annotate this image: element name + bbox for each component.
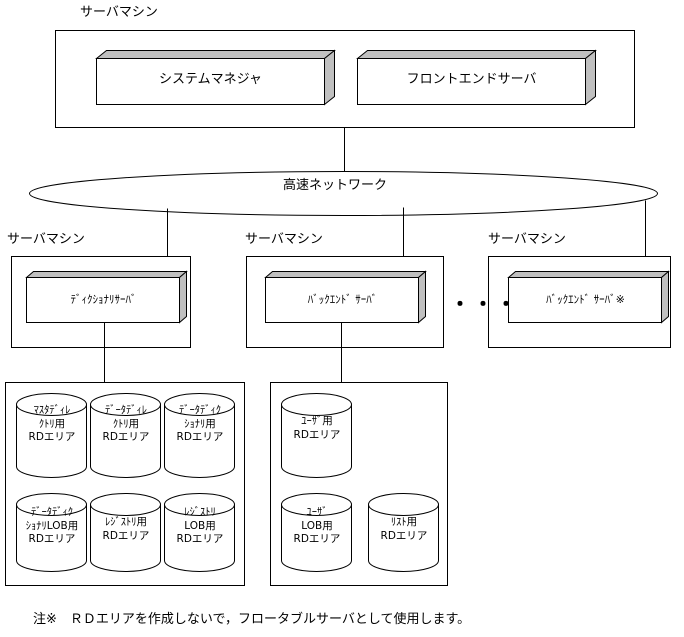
label-back-end-server: ﾊﾞｯｸｴﾝﾄﾞ ｻｰﾊﾞ (307, 293, 378, 306)
caption-server-machine-3: サーバマシン (488, 232, 566, 247)
caption-server-machine-2: サーバマシン (245, 232, 323, 247)
label-high-speed-network: 高速ネットワーク (283, 178, 388, 193)
label-rdarea-list: ﾘｽﾄ用 RDエリア (380, 516, 428, 542)
label-rdarea-master-directory: ﾏｽﾀﾃﾞｨﾚ ｸﾄﾘ用 RDエリア (28, 404, 76, 444)
caption-server-machine-1: サーバマシン (7, 232, 85, 247)
label-system-manager: システムマネジャ (159, 72, 262, 87)
label-rdarea-data-dictionary: ﾃﾞｰﾀﾃﾞｨｸ ｼｮﾅﾘ用 RDエリア (176, 404, 224, 444)
label-rdarea-user-lob: ﾕｰｻﾞ LOB用 RDエリア (293, 506, 341, 546)
ellipsis-more-servers: ・・・ (450, 292, 519, 316)
label-dictionary-server: ﾃﾞｨｸｼｮﾅﾘｻｰﾊﾞ (70, 293, 137, 306)
label-front-end-server: フロントエンドサーバ (406, 72, 537, 87)
label-rdarea-data-directory: ﾃﾞｰﾀﾃﾞｨﾚ ｸﾄﾘ用 RDエリア (102, 404, 150, 444)
label-rdarea-user: ﾕｰｻﾞ用 RDエリア (293, 415, 341, 441)
footnote-floatable-server: 注※ ＲＤエリアを作成しないで，フロータブルサーバとして使用します。 (33, 612, 471, 627)
label-rdarea-data-dictionary-lob: ﾃﾞｰﾀﾃﾞｨｸ ｼｮﾅﾘLOB用 RDエリア (25, 506, 79, 546)
label-rdarea-registry: ﾚｼﾞｽﾄﾘ用 RDエリア (102, 516, 150, 542)
caption-top-server-machine: サーバマシン (80, 5, 158, 20)
rdarea-group-box-right (270, 382, 448, 586)
label-rdarea-registry-lob: ﾚｼﾞｽﾄﾘ LOB用 RDエリア (176, 506, 224, 546)
label-back-end-server-floatable: ﾊﾞｯｸｴﾝﾄﾞ ｻｰﾊﾞ※ (546, 293, 625, 306)
